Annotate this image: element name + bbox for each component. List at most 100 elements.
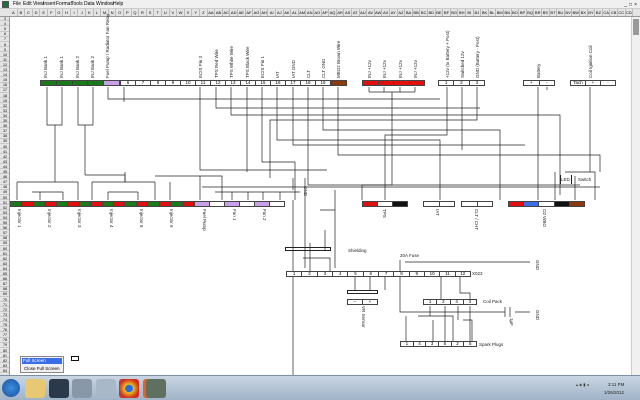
explorer-icon[interactable]	[25, 379, 45, 398]
row-header[interactable]: 71	[0, 303, 9, 307]
close-button[interactable]: ×	[634, 2, 637, 8]
column-header[interactable]: AK	[284, 9, 292, 16]
row-header[interactable]: 69	[0, 292, 9, 297]
row-header[interactable]: 47	[0, 180, 9, 185]
excel-taskbar-icon[interactable]	[146, 379, 166, 398]
column-header[interactable]: AN	[306, 9, 314, 16]
row-header[interactable]: 60	[0, 247, 9, 251]
column-header[interactable]: BQ	[527, 9, 535, 16]
row-header[interactable]: 17	[0, 88, 9, 93]
column-header[interactable]: BM	[496, 9, 504, 16]
column-header[interactable]: AV	[367, 9, 375, 16]
row-header[interactable]: 78	[0, 338, 9, 343]
row-header[interactable]: 57	[0, 231, 9, 236]
column-header[interactable]: C	[25, 9, 33, 16]
column-header[interactable]: Q	[132, 9, 140, 16]
row-header[interactable]: 58	[0, 236, 9, 241]
row-header[interactable]: 46	[0, 175, 9, 180]
row-header[interactable]: 3	[0, 17, 9, 22]
column-header[interactable]: BY	[588, 9, 596, 16]
row-header[interactable]: 19	[0, 99, 9, 103]
column-header[interactable]: F	[48, 9, 56, 16]
column-header[interactable]: T	[154, 9, 162, 16]
column-header[interactable]: AY	[390, 9, 398, 16]
row-header[interactable]: 83	[0, 364, 9, 369]
row-header[interactable]: 48	[0, 185, 9, 190]
row-header[interactable]: 75	[0, 323, 9, 328]
row-header[interactable]: 54	[0, 216, 9, 221]
row-header[interactable]: 32	[0, 104, 9, 109]
excel-app-icon[interactable]	[2, 1, 9, 8]
row-header[interactable]: 59	[0, 241, 9, 246]
column-header[interactable]: BK	[481, 9, 489, 16]
row-header[interactable]: 77	[0, 333, 9, 338]
column-header[interactable]: H	[63, 9, 71, 16]
column-header[interactable]: BZ	[595, 9, 603, 16]
column-header[interactable]: E	[40, 9, 48, 16]
row-header[interactable]: 65	[0, 272, 9, 277]
row-header[interactable]: 84	[0, 369, 9, 374]
row-header[interactable]: 53	[0, 211, 9, 216]
steam-icon[interactable]	[49, 379, 69, 398]
menu-view[interactable]: View	[33, 1, 44, 7]
menu-help[interactable]: Help	[113, 1, 124, 7]
row-header[interactable]: 63	[0, 262, 9, 267]
minimize-button[interactable]: _	[624, 2, 628, 8]
column-header[interactable]: V	[170, 9, 178, 16]
column-header[interactable]: AX	[383, 9, 390, 16]
row-header[interactable]: 39	[0, 139, 9, 144]
row-header[interactable]: 11	[0, 58, 9, 63]
row-header[interactable]: 35	[0, 119, 9, 124]
column-header[interactable]: BL	[489, 9, 497, 16]
column-header[interactable]: BD	[428, 9, 436, 16]
column-header[interactable]: BJ	[474, 9, 482, 16]
column-header[interactable]: BS	[542, 9, 550, 16]
column-header[interactable]: AZ	[398, 9, 406, 16]
column-header[interactable]: AD	[230, 9, 238, 16]
media-icon[interactable]	[72, 379, 92, 398]
row-header[interactable]: 70	[0, 298, 9, 302]
column-header[interactable]: CD	[626, 9, 634, 16]
row-header[interactable]: 49	[0, 190, 9, 195]
column-header[interactable]: Z	[200, 9, 208, 16]
close-full-screen-button[interactable]: Close Full Screen	[24, 366, 60, 371]
column-header[interactable]: BG	[451, 9, 459, 16]
column-header[interactable]: BI	[466, 9, 474, 16]
column-header[interactable]: W	[177, 9, 185, 16]
column-header[interactable]: U	[162, 9, 170, 16]
menu-format[interactable]: Format	[56, 1, 72, 7]
column-header[interactable]: AU	[360, 9, 368, 16]
row-header[interactable]: 61	[0, 252, 9, 256]
column-header[interactable]: Y	[192, 9, 200, 16]
row-header[interactable]: 6	[0, 32, 9, 37]
column-header[interactable]: AG	[253, 9, 261, 16]
selected-cell[interactable]	[71, 356, 79, 361]
row-header[interactable]: 62	[0, 257, 9, 262]
row-header[interactable]: 73	[0, 313, 9, 318]
row-header[interactable]: 14	[0, 73, 9, 78]
row-header[interactable]: 67	[0, 282, 9, 287]
row-header[interactable]: 18	[0, 94, 9, 98]
row-header[interactable]: 15	[0, 78, 9, 83]
row-header[interactable]: 52	[0, 206, 9, 211]
row-header[interactable]: 55	[0, 221, 9, 226]
column-header[interactable]: AA	[208, 9, 216, 16]
menu-window[interactable]: Window	[96, 1, 114, 7]
column-header[interactable]: G	[56, 9, 64, 16]
row-header[interactable]: 72	[0, 308, 9, 313]
column-header[interactable]: AR	[337, 9, 345, 16]
column-header[interactable]: BO	[512, 9, 520, 16]
column-header[interactable]: BH	[458, 9, 466, 16]
column-header[interactable]: AC	[223, 9, 231, 16]
column-header[interactable]: X	[185, 9, 193, 16]
column-header[interactable]: R	[139, 9, 147, 16]
column-header[interactable]: AI	[268, 9, 276, 16]
column-header[interactable]: K	[86, 9, 94, 16]
column-header[interactable]: AM	[299, 9, 307, 16]
column-header[interactable]: CA	[603, 9, 611, 16]
row-header[interactable]: 76	[0, 328, 9, 333]
column-header[interactable]: D	[33, 9, 41, 16]
column-header[interactable]: AQ	[329, 9, 337, 16]
